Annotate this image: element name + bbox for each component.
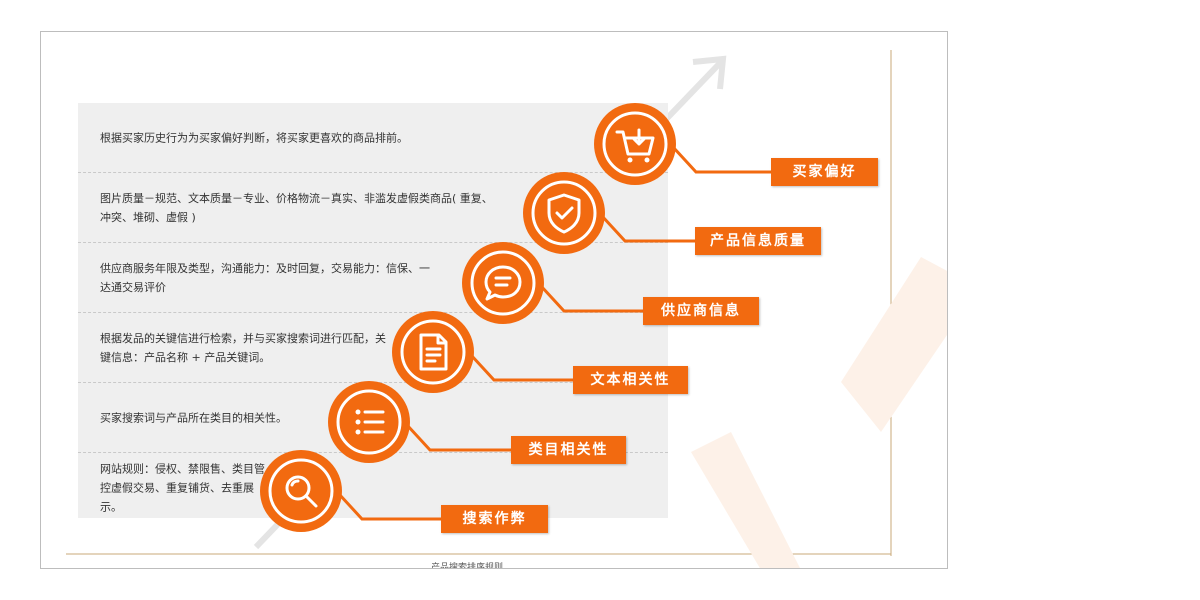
connector-lines: [337, 145, 771, 521]
shield-check-icon: [522, 171, 606, 255]
description-row: 根据发品的关键信进行检索，并与买家搜索词进行匹配，关键信息：产品名称 + 产品关…: [78, 313, 668, 383]
shopping-cart-icon: [593, 102, 677, 186]
description-text: 根据买家历史行为为买家偏好判断，将买家更喜欢的商品排前。: [100, 131, 408, 144]
list-icon: [327, 380, 411, 464]
factor-label-text-relevance: 文本相关性: [573, 366, 688, 394]
factor-label-product-quality: 产品信息质量: [695, 227, 821, 255]
description-text: 买家搜索词与产品所在类目的相关性。: [100, 411, 287, 424]
diagram-frame: 根据买家历史行为为买家偏好判断，将买家更喜欢的商品排前。 图片质量－规范、文本质…: [40, 31, 948, 569]
diagram-caption: 产品搜索排序规则: [431, 563, 504, 569]
factor-label-search-cheating: 搜索作弊: [441, 505, 548, 533]
document-icon: [391, 310, 475, 394]
description-text: 网站规则：侵权、禁限售、类目管控虚假交易、重复铺货、去重展示。: [100, 462, 265, 514]
factor-label-category-relevance: 类目相关性: [511, 436, 626, 464]
factor-label-buyer-preference: 买家偏好: [771, 158, 878, 186]
factor-label-supplier-info: 供应商信息: [643, 297, 759, 325]
description-row: 网站规则：侵权、禁限售、类目管控虚假交易、重复铺货、去重展示。: [78, 453, 668, 523]
magnifier-icon: [259, 449, 343, 533]
description-row: 图片质量－规范、文本质量－专业、价格物流－真实、非滥发虚假类商品( 重复、冲突、…: [78, 173, 668, 243]
description-text: 图片质量－规范、文本质量－专业、价格物流－真实、非滥发虚假类商品( 重复、冲突、…: [100, 191, 493, 224]
description-row: 根据买家历史行为为买家偏好判断，将买家更喜欢的商品排前。: [78, 103, 668, 173]
description-text: 根据发品的关键信进行检索，并与买家搜索词进行匹配，关键信息：产品名称 + 产品关…: [100, 331, 386, 364]
chat-bubble-icon: [461, 241, 545, 325]
description-row: 供应商服务年限及类型，沟通能力：及时回复，交易能力：信保、一达通交易评价: [78, 243, 668, 313]
description-text: 供应商服务年限及类型，沟通能力：及时回复，交易能力：信保、一达通交易评价: [100, 261, 430, 294]
